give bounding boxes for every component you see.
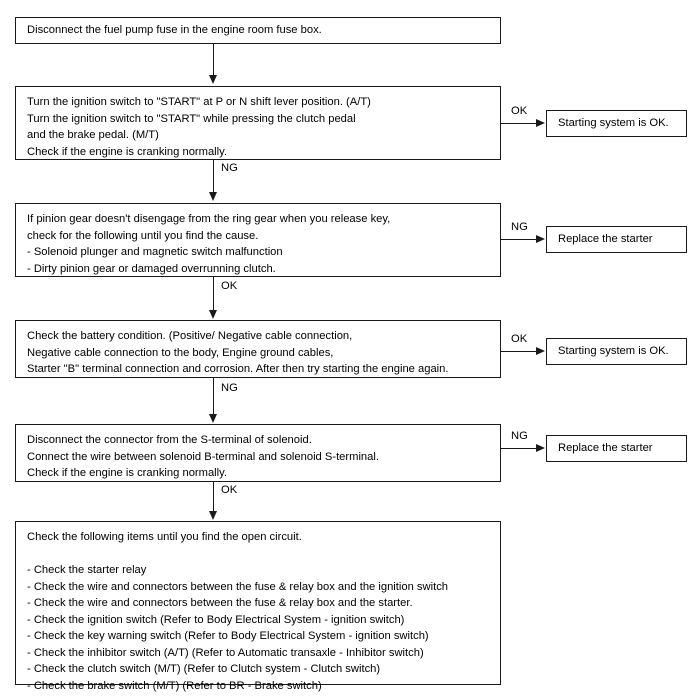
text-line: Check if the engine is cranking normally… <box>27 467 228 479</box>
text-line: and the brake pedal. (M/T) <box>27 129 159 141</box>
flow-node-result-ok-2[interactable]: Starting system is OK. <box>546 338 687 365</box>
connector-step4-ok2 <box>501 351 537 352</box>
text-line: Turn the ignition switch to "START" whil… <box>27 112 356 125</box>
list-item: - Check the wire and connectors between … <box>27 580 449 593</box>
arrowhead-step4-ok2 <box>536 347 545 355</box>
spacer <box>27 546 489 563</box>
arrowhead-step2-step3 <box>209 192 217 201</box>
text-plain: and magnetic <box>117 246 192 258</box>
text-dash: - <box>27 262 34 275</box>
connector-step4-step5 <box>213 378 214 415</box>
connector-step1-step2 <box>213 44 214 76</box>
list-item: - Check the key warning switch (Refer to… <box>27 630 429 642</box>
flow-node-result-replace-1-body: Replace the starter <box>547 227 686 252</box>
text-line: Replace the starter <box>558 442 653 455</box>
list-item: - Check the ignition switch (Refer to Bo… <box>27 613 405 626</box>
text-line: Replace the starter <box>558 233 653 246</box>
edge-label-step4-ok2: OK <box>511 333 528 345</box>
edge-label-step3-replace1: NG <box>511 221 528 233</box>
text-bold: switch malfunction <box>191 246 283 258</box>
text-line: Disconnect the fuel pump fuse in the eng… <box>27 24 322 36</box>
flow-node-result-ok-1-body: Starting system is OK. <box>547 111 686 136</box>
flow-node-step3[interactable]: If pinion gear doesn't disengage from th… <box>15 203 501 277</box>
flow-node-step4-body: Check the battery condition. (Positive/ … <box>16 321 500 385</box>
connector-step5-replace2 <box>501 448 537 449</box>
text-dash: - <box>27 246 34 258</box>
connector-step2-ok1 <box>501 123 537 124</box>
arrowhead-step2-ok1 <box>536 119 545 127</box>
text-line: check for the following until you find t… <box>27 229 259 242</box>
text-line-mixed: - Solenoid plunger and magnetic switch m… <box>27 244 489 261</box>
edge-label-step5-replace2: NG <box>511 430 528 442</box>
list-item: - Check the starter relay <box>27 564 147 576</box>
list-item: - Check the brake switch (M/T) (Refer to… <box>27 679 322 692</box>
text-line: Starter "B" terminal connection and corr… <box>27 363 449 375</box>
text-bold: damaged overrunning clutch. <box>131 262 276 275</box>
connector-step3-replace1 <box>501 239 537 240</box>
arrowhead-step4-step5 <box>209 414 217 423</box>
flow-node-result-ok-1[interactable]: Starting system is OK. <box>546 110 687 137</box>
flow-node-result-replace-2-body: Replace the starter <box>547 436 686 461</box>
edge-label-step4-step5: NG <box>221 382 238 394</box>
flow-node-result-ok-2-body: Starting system is OK. <box>547 339 686 364</box>
flow-node-step6-body: Check the following items until you find… <box>16 522 500 696</box>
list-item: - Check the wire and connectors between … <box>27 597 413 609</box>
edge-label-step2-ok1: OK <box>511 105 528 117</box>
text-line: Check the battery condition. (Positive/ … <box>27 330 353 342</box>
flow-node-step3-body: If pinion gear doesn't disengage from th… <box>16 204 500 284</box>
flow-node-step1[interactable]: Disconnect the fuel pump fuse in the eng… <box>15 17 501 44</box>
arrowhead-step3-replace1 <box>536 235 545 243</box>
flow-node-result-replace-1[interactable]: Replace the starter <box>546 226 687 253</box>
flow-node-step2[interactable]: Turn the ignition switch to "START" at P… <box>15 86 501 160</box>
edge-label-step2-step3: NG <box>221 162 238 174</box>
text-line: Starting system is OK. <box>558 345 669 358</box>
flow-node-step2-body: Turn the ignition switch to "START" at P… <box>16 87 500 167</box>
arrowhead-step5-replace2 <box>536 444 545 452</box>
text-line: Disconnect the connector from the S-term… <box>27 434 312 446</box>
edge-label-step5-step6: OK <box>221 484 238 496</box>
text-line: If pinion gear doesn't disengage from th… <box>27 213 391 225</box>
text-line: Negative cable connection to the body, E… <box>27 346 334 359</box>
flow-node-step1-body: Disconnect the fuel pump fuse in the eng… <box>16 18 500 46</box>
list-item: - Check the clutch switch (M/T) (Refer t… <box>27 663 381 675</box>
text-bold: Solenoid plunger <box>33 246 118 258</box>
connector-step3-step4 <box>213 277 214 311</box>
arrowhead-step3-step4 <box>209 310 217 319</box>
flow-node-result-replace-2[interactable]: Replace the starter <box>546 435 687 462</box>
text-plain: or <box>115 262 132 275</box>
flow-node-step4[interactable]: Check the battery condition. (Positive/ … <box>15 320 501 378</box>
text-bold: Dirty pinion gear <box>33 262 116 275</box>
edge-label-step3-step4: OK <box>221 280 238 292</box>
list-item: - Check the inhibitor switch (A/T) (Refe… <box>27 646 424 659</box>
flow-node-step6[interactable]: Check the following items until you find… <box>15 521 501 692</box>
flow-node-step5-body: Disconnect the connector from the S-term… <box>16 425 500 489</box>
text-line-mixed: - Dirty pinion gear or damaged overrunni… <box>27 261 489 278</box>
connector-step2-step3 <box>213 160 214 193</box>
text-line: Starting system is OK. <box>558 117 669 130</box>
connector-step5-step6 <box>213 482 214 512</box>
arrowhead-step1-step2 <box>209 75 217 84</box>
text-heading: Check the following items until you find… <box>27 531 302 543</box>
arrowhead-step5-step6 <box>209 511 217 520</box>
text-line: Connect the wire between solenoid B-term… <box>27 450 379 463</box>
text-line: Turn the ignition switch to "START" at P… <box>27 96 371 108</box>
text-line: Check if the engine is cranking normally… <box>27 145 228 158</box>
flow-node-step5[interactable]: Disconnect the connector from the S-term… <box>15 424 501 482</box>
